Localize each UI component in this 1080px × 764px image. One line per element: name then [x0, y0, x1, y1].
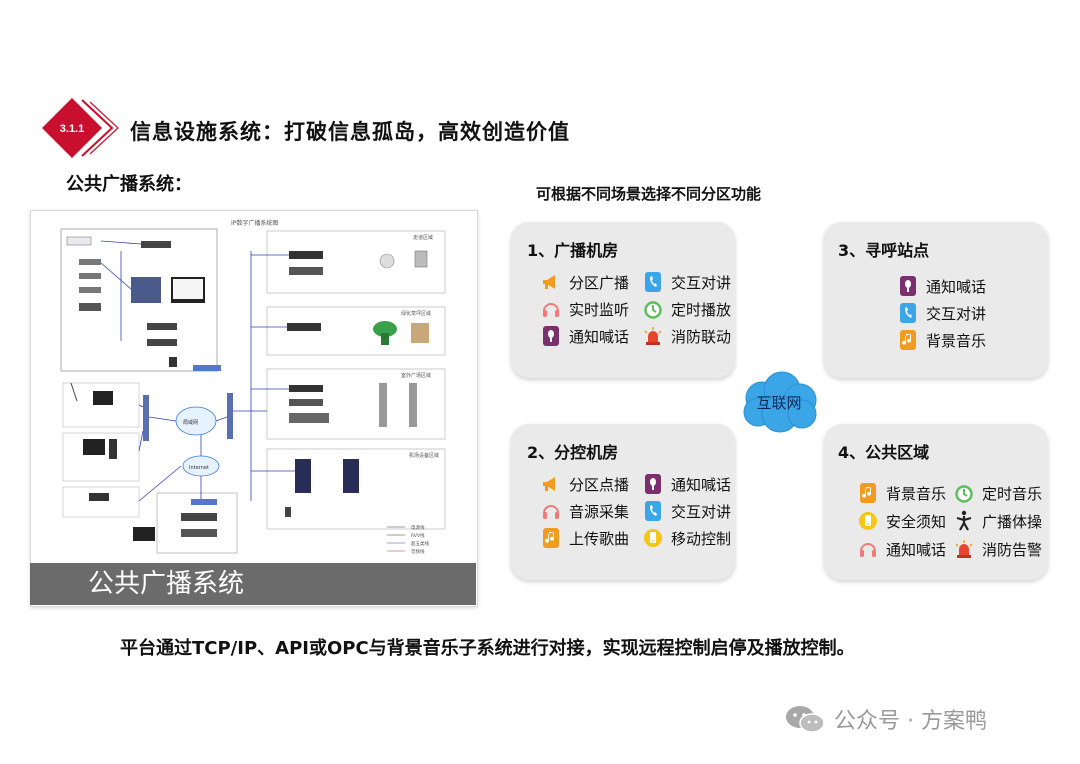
sub-title: 公共广播系统：	[66, 174, 192, 195]
item-fire-link: 消防联动	[643, 325, 731, 347]
box-title: 1、广播机房	[527, 241, 619, 260]
item-mobile-control: 移动控制	[643, 527, 731, 549]
diagram-caption: 公共广播系统	[30, 563, 476, 605]
headphones-icon	[858, 538, 878, 560]
item-zone-on-demand: 分区点播	[541, 473, 629, 495]
system-diagram-drawing: IP数字广播系统图 局域网 Internet	[60, 219, 446, 555]
microphone-icon	[541, 325, 561, 347]
internet-cloud-label: Internet	[189, 465, 209, 471]
item-upload-songs: 上传歌曲	[541, 527, 629, 549]
lan-cloud-label: 局域网	[183, 419, 198, 426]
diagram-heading: IP数字广播系统图	[231, 219, 278, 227]
item-intercom: 交互对讲	[643, 500, 731, 522]
item-intercom: 交互对讲	[898, 302, 986, 324]
legend-audio: 音频线	[411, 548, 425, 555]
item-scheduled-play: 定时播放	[643, 298, 731, 320]
box-paging-station: 3、寻呼站点 通知喊话 交互对讲 背景音乐	[824, 222, 1048, 378]
broadcast-system-diagram: IP数字广播系统图 局域网 Internet	[30, 210, 478, 607]
alarm-icon	[954, 538, 974, 560]
item-intercom: 交互对讲	[643, 271, 731, 293]
item-fire-alarm: 消防告警	[954, 538, 1042, 560]
box-sub-control-room: 2、分控机房 分区点播 通知喊话 音源采集 交互对讲 上传歌曲 移动控制	[511, 424, 735, 580]
badge-label: 3.1.1	[60, 123, 84, 135]
watermark: 公众号 · 方案鸭	[784, 703, 987, 735]
integration-statement: 平台通过TCP/IP、API或OPC与背景音乐子系统进行对接，实现远程控制启停及…	[120, 638, 855, 659]
section-badge: 3.1.1	[42, 98, 119, 158]
alarm-icon	[643, 325, 663, 347]
item-background-music: 背景音乐	[858, 482, 946, 504]
music-icon	[858, 482, 878, 504]
cloud-icon	[743, 371, 817, 433]
zone-label-lawn: 绿化草坪区域	[401, 310, 431, 317]
zone-label-corridor: 走道区域	[413, 234, 433, 241]
item-announcement: 通知喊话	[858, 538, 946, 560]
phone-icon	[898, 302, 918, 324]
headphones-icon	[541, 500, 561, 522]
box-title: 3、寻呼站点	[838, 241, 930, 260]
phone-icon	[643, 271, 663, 293]
item-announcement: 通知喊话	[643, 473, 731, 495]
item-safety-notice: 安全须知	[858, 510, 946, 532]
megaphone-icon	[541, 473, 561, 495]
item-zone-broadcast: 分区广播	[541, 271, 629, 293]
zone-function-caption: 可根据不同场景选择不同分区功能	[536, 185, 762, 203]
item-timed-music: 定时音乐	[954, 482, 1042, 504]
megaphone-icon	[541, 271, 561, 293]
music-icon	[898, 329, 918, 351]
clock-icon	[643, 298, 663, 320]
exercise-icon	[954, 510, 974, 532]
zone-label-equipment: 机场设备区域	[409, 452, 439, 459]
legend-cat5e: 超五类线	[411, 540, 429, 547]
item-exercise: 广播体操	[954, 510, 1042, 532]
box-public-area: 4、公共区域 背景音乐 定时音乐 安全须知 广播体操 通知喊话 消防告警	[824, 424, 1048, 580]
mobile-control-icon	[643, 527, 663, 549]
box-title: 2、分控机房	[527, 443, 619, 462]
legend-rvv: RVV线	[411, 532, 425, 539]
item-announcement: 通知喊话	[898, 275, 986, 297]
section-title: 信息设施系统：打破信息孤岛，高效创造价值	[130, 120, 570, 144]
watermark-text: 公众号 · 方案鸭	[834, 709, 987, 734]
diagram-caption-bar	[30, 563, 476, 605]
zone-label-plaza: 室外广场区域	[401, 372, 431, 379]
music-icon	[541, 527, 561, 549]
internet-label: 互联网	[756, 394, 802, 412]
microphone-icon	[898, 275, 918, 297]
legend-power: 电源线	[411, 524, 425, 531]
phone-icon	[643, 500, 663, 522]
box-title: 4、公共区域	[838, 443, 930, 462]
box-broadcast-room: 1、广播机房 分区广播 交互对讲 实时监听 定时播放 通知喊话 消防联动	[511, 222, 735, 378]
item-live-monitor: 实时监听	[541, 298, 629, 320]
item-announcement: 通知喊话	[541, 325, 629, 347]
wechat-icon	[786, 706, 825, 733]
item-background-music: 背景音乐	[898, 329, 986, 351]
headphones-icon	[541, 298, 561, 320]
clock-icon	[954, 482, 974, 504]
mobile-control-icon	[858, 510, 878, 532]
diagram-caption-text: 公共广播系统	[88, 569, 245, 599]
item-audio-capture: 音源采集	[541, 500, 629, 522]
microphone-icon	[643, 473, 663, 495]
